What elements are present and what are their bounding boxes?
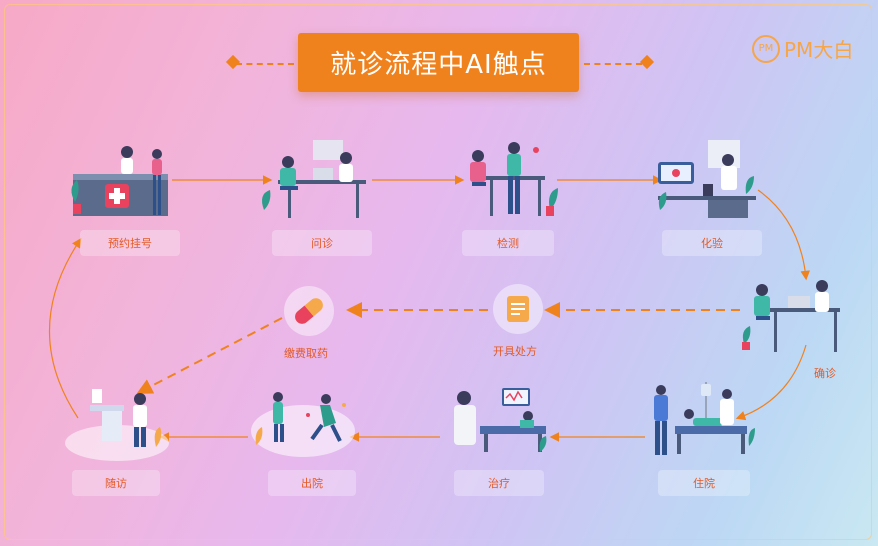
step-label-diagnosis: 确诊 (814, 367, 836, 380)
treatment-illustration (454, 388, 547, 452)
pill-icon (295, 298, 323, 324)
step-label-lab-test: 化验 (662, 230, 762, 256)
step-label-pay-medicine: 缴费取药 (284, 347, 328, 360)
step-label-hospitalization: 住院 (658, 470, 750, 496)
title-line-right (584, 63, 642, 65)
discharge-illustration (251, 392, 355, 457)
page-title: 就诊流程中AI触点 (298, 33, 579, 92)
step-label-treatment: 治疗 (454, 470, 544, 496)
registration-desk-illustration (71, 146, 168, 216)
pill-icon-wrap (284, 286, 334, 336)
step-label-testing: 检测 (462, 230, 554, 256)
logo-text: PM大白 (784, 38, 854, 62)
lab-test-illustration (658, 140, 756, 218)
connector-4-5 (757, 189, 811, 281)
step-label-consultation: 问诊 (272, 230, 372, 256)
step-label-discharge: 出院 (268, 470, 356, 496)
step-label-registration: 预约挂号 (80, 230, 180, 256)
step-label-follow-up: 随访 (72, 470, 160, 496)
consultation-illustration (262, 140, 366, 218)
outer-frame (4, 4, 872, 540)
connector-5-11 (735, 344, 807, 421)
logo-mark: PM (752, 34, 780, 63)
hospitalization-illustration (654, 382, 755, 455)
title-line-left (236, 63, 294, 65)
follow-up-illustration (65, 389, 169, 461)
testing-illustration (470, 142, 558, 216)
prescription-icon (507, 296, 529, 322)
brand-logo: PM PM大白 (752, 34, 853, 63)
diagnosis-illustration (742, 280, 840, 352)
connector-7-8 (136, 317, 283, 394)
step-label-prescription: 开具处方 (493, 345, 537, 358)
prescription-icon-wrap (493, 284, 543, 334)
connector-8-1 (48, 238, 82, 419)
